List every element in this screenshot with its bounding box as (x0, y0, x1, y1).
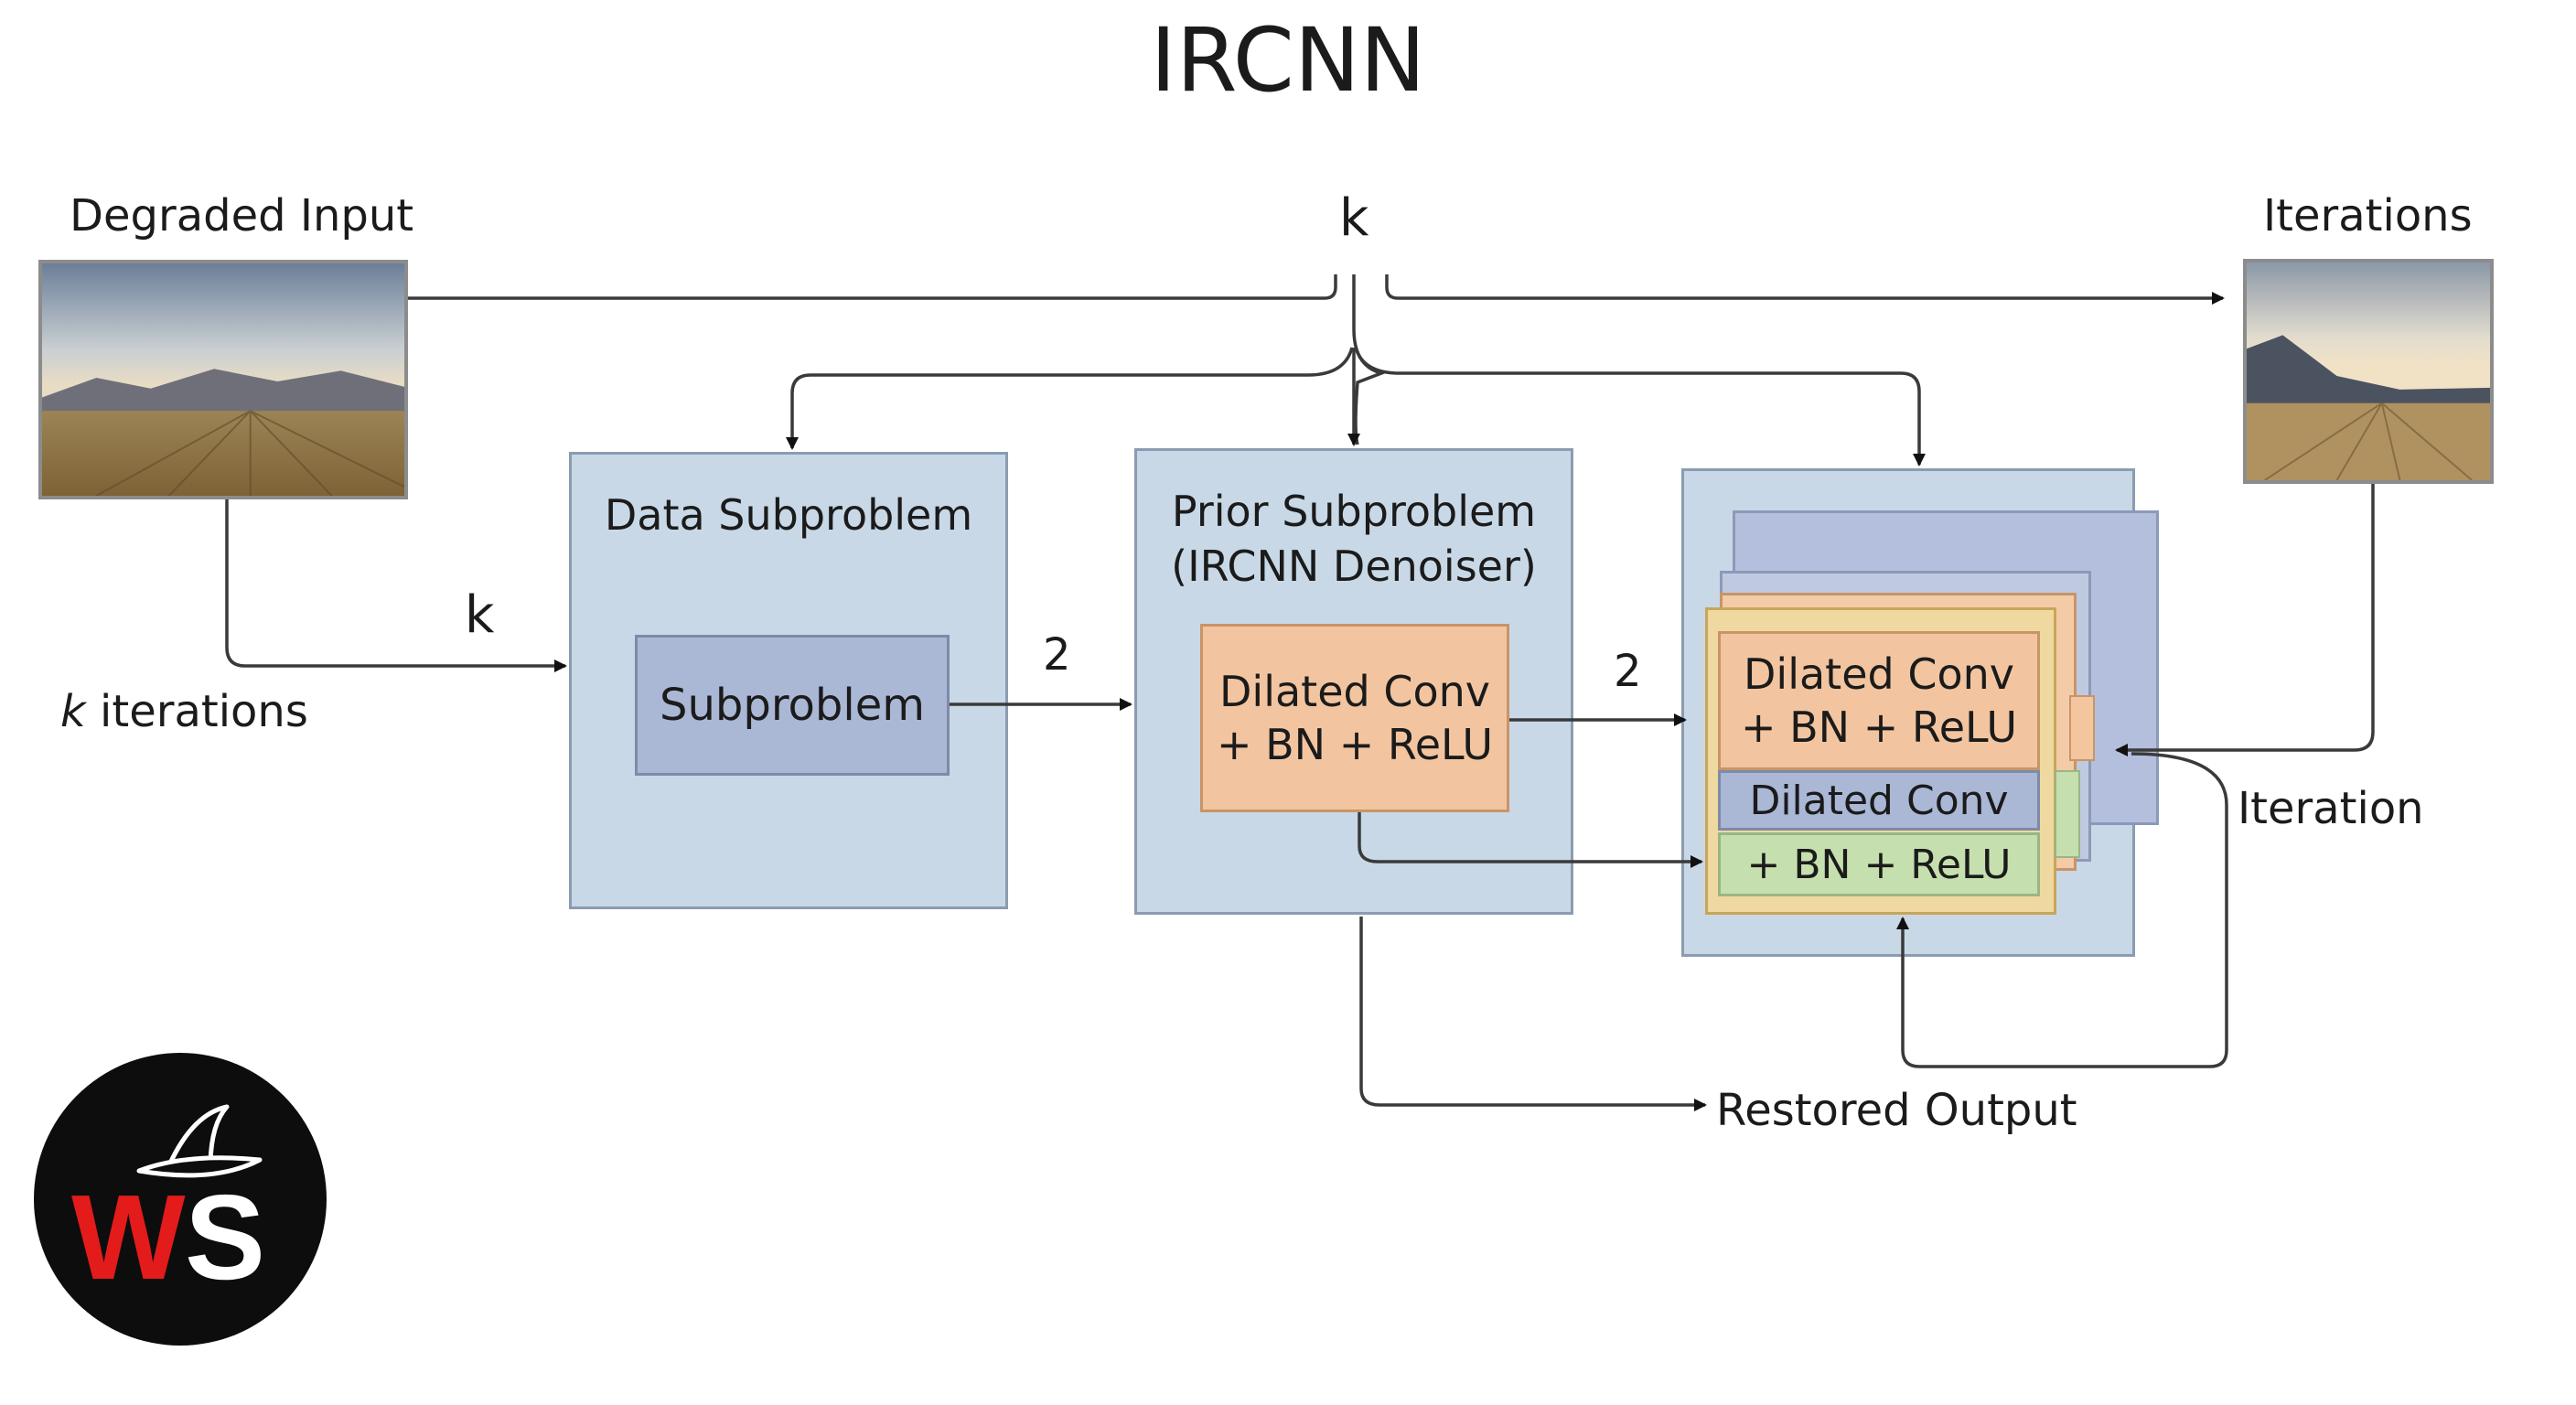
stack-bottom-box: + BN + ReLU (1718, 832, 2040, 896)
dilated-conv-line2: + BN + ReLU (1216, 720, 1494, 769)
stack-front-conv-box: Dilated Conv + BN + ReLU (1718, 631, 2040, 770)
stack-front-line2: + BN + ReLU (1740, 702, 2018, 752)
wizard-hat-icon (166, 1104, 230, 1170)
data-subproblem-title: Data Subproblem (604, 490, 973, 540)
ws-logo: W S (31, 1050, 329, 1348)
prior-to-output (1359, 917, 1707, 1111)
iterations-label: Iterations (2263, 190, 2473, 241)
diagram-title: IRCNN (1150, 9, 1426, 112)
stack-middle-box: Dilated Conv (1718, 770, 2040, 831)
top-line-left (408, 274, 1337, 300)
edge-label-data-to-prior: 2 (1043, 629, 1071, 681)
dilated-conv-line1: Dilated Conv (1219, 667, 1490, 716)
iterations-output-image (2243, 259, 2494, 484)
degraded-input-image (38, 260, 408, 499)
fork-left (786, 347, 1354, 450)
prior-subproblem-title-line1: Prior Subproblem (1171, 487, 1537, 536)
k-iterations-label: k iterations (60, 686, 308, 737)
output-to-stack (2115, 484, 2375, 756)
k-left-label: k (465, 585, 495, 645)
prior-subproblem-title-line2: (IRCNN Denoiser) (1171, 542, 1537, 591)
iteration-loop (1896, 752, 2228, 1068)
prior-to-stack-bottom (1358, 812, 1703, 868)
logo-letter-s: S (185, 1170, 265, 1304)
iteration-label: Iteration (2238, 783, 2424, 834)
input-to-data (225, 499, 567, 672)
top-line-right (1385, 274, 2225, 305)
restored-output-label: Restored Output (1716, 1085, 2077, 1136)
stack-card-edge-green (2055, 770, 2080, 858)
k-top-label: k (1339, 188, 1369, 248)
edge-label-prior-to-stack: 2 (1614, 646, 1642, 697)
stack-card-edge-orange (2069, 695, 2095, 761)
stack-front-line1: Dilated Conv (1744, 649, 2014, 699)
dilated-conv-box: Dilated Conv + BN + ReLU (1200, 624, 1509, 812)
logo-letter-w: W (71, 1170, 186, 1304)
subproblem-box: Subproblem (635, 635, 950, 776)
fork-right (1354, 347, 1926, 467)
fork-stem (1352, 274, 1387, 445)
degraded-input-label: Degraded Input (70, 190, 414, 241)
